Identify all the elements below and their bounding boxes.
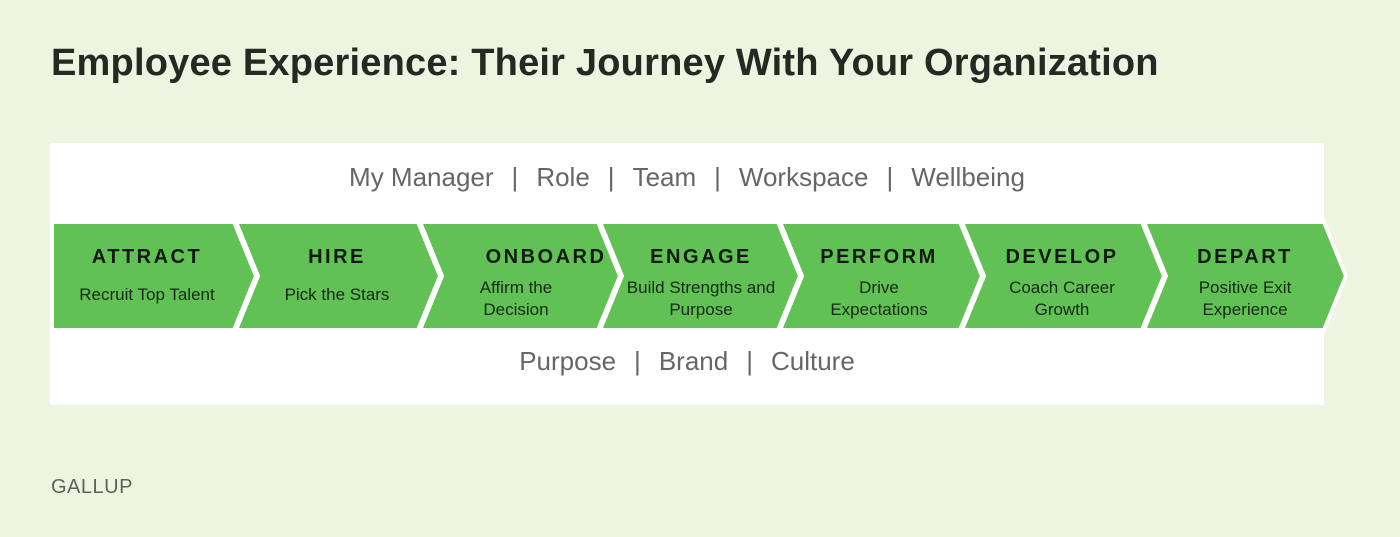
stage-desc: Coach Career Growth xyxy=(1009,278,1115,319)
page-title: Employee Experience: Their Journey With … xyxy=(51,42,1159,84)
stage-develop: DEVELOP Coach Career Growth xyxy=(988,222,1136,330)
stage-desc: Pick the Stars xyxy=(284,285,390,304)
stage-desc: Affirm the Decision xyxy=(479,278,553,319)
stage-name: DEPART xyxy=(1197,246,1293,268)
bottom-factors: Purpose | Brand | Culture xyxy=(50,346,1324,377)
stage-depart: DEPART Positive Exit Experience xyxy=(1170,222,1320,330)
stage-hire: HIRE Pick the Stars xyxy=(252,222,422,330)
factor-my-manager: My Manager xyxy=(349,162,494,192)
factor-wellbeing: Wellbeing xyxy=(911,162,1025,192)
factor-workspace: Workspace xyxy=(738,162,869,192)
stage-attract: ATTRACT Recruit Top Talent xyxy=(52,222,242,330)
gallup-logo: GALLUP xyxy=(51,476,133,498)
stage-name: ONBOARD xyxy=(485,246,607,268)
factor-culture: Culture xyxy=(770,346,855,376)
chevron-depart xyxy=(1141,220,1349,332)
stage-name: ENGAGE xyxy=(650,246,752,268)
factor-role: Role xyxy=(536,162,590,192)
separator: | xyxy=(511,162,519,192)
stage-name: DEVELOP xyxy=(1005,246,1119,268)
stage-desc: Recruit Top Talent xyxy=(79,285,215,304)
factor-team: Team xyxy=(632,162,697,192)
separator: | xyxy=(634,346,641,376)
stage-onboard: ONBOARD Affirm the Decision xyxy=(446,222,604,330)
separator: | xyxy=(714,162,721,192)
factor-brand: Brand xyxy=(658,346,729,376)
separator: | xyxy=(746,346,753,376)
stage-name: ATTRACT xyxy=(91,246,203,268)
stage-desc: Drive Expectations xyxy=(830,278,928,319)
stage-name: HIRE xyxy=(308,246,366,268)
stage-engage: ENGAGE Build Strengths and Purpose xyxy=(626,222,776,330)
stage-name: PERFORM xyxy=(820,246,938,268)
separator: | xyxy=(607,162,615,192)
separator: | xyxy=(886,162,894,192)
factor-purpose: Purpose xyxy=(519,346,617,376)
top-factors: My Manager | Role | Team | Workspace | Wellbeing xyxy=(50,162,1324,193)
stage-desc: Build Strengths and Purpose xyxy=(626,278,776,319)
stage-perform: PERFORM Drive Expectations xyxy=(806,222,952,330)
stage-desc: Positive Exit Experience xyxy=(1198,278,1292,319)
